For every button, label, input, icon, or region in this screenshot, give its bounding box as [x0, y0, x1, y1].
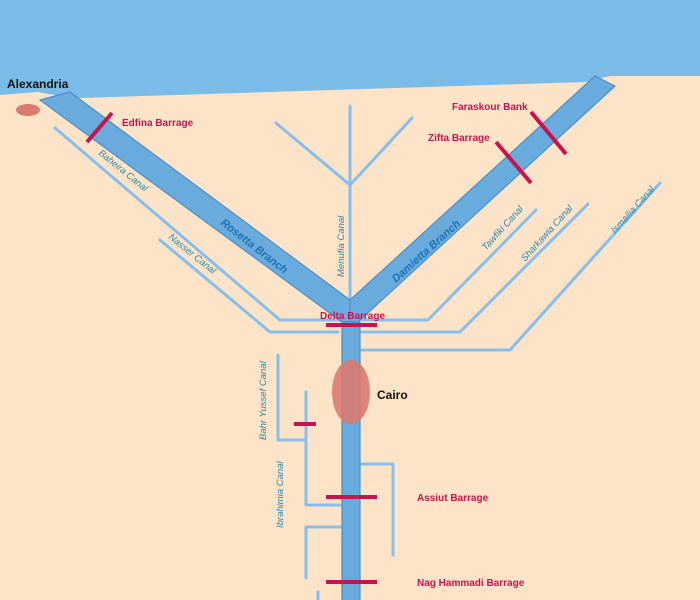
delta-barrage-label: Delta Barrage [320, 311, 385, 322]
alexandria-marker [16, 104, 40, 116]
canal-network [53, 104, 662, 600]
east-canal-line [360, 462, 395, 557]
nasser-canal-line [158, 238, 340, 334]
nag-hammadi-barrage-label: Nag Hammadi Barrage [417, 578, 525, 589]
cairo-label: Cairo [377, 388, 408, 402]
zifta-barrage-mark [494, 140, 533, 185]
south-west-canal-line [304, 525, 342, 580]
ibrahimia-canal-line [304, 390, 342, 507]
edfina-barrage-label: Edfina Barrage [122, 118, 194, 129]
ibrahimia-canal-label: Ibrahimia Canal [275, 461, 286, 528]
menufia-canal-left-branch [274, 121, 352, 187]
bahr-yussef-canal-line [276, 353, 307, 442]
menufia-canal-label: Menufia Canal [336, 215, 347, 277]
bahr-yussef-canal-label: Bahr Yussef Canal [258, 360, 269, 440]
sharkawia-canal-line [360, 202, 590, 334]
faraskour-bank-label: Faraskour Bank [452, 102, 528, 113]
edfina-barrage-mark [85, 111, 114, 144]
tawfiki-canal-line [360, 208, 538, 322]
zifta-barrage-label: Zifta Barrage [428, 133, 490, 144]
menufia-canal-right-branch [348, 116, 414, 187]
faraskour-bank-mark [529, 110, 568, 156]
mediterranean-sea [0, 0, 700, 98]
barrage-markers [85, 110, 568, 584]
barrage-labels: Edfina Barrage Faraskour Bank Zifta Barr… [122, 102, 528, 589]
cairo-marker [332, 360, 370, 424]
baheira-canal-line [53, 126, 342, 322]
nile-river [39, 75, 616, 600]
assiut-barrage-label: Assiut Barrage [417, 493, 489, 504]
ismailia-canal-line [360, 181, 662, 352]
alexandria-label: Alexandria [7, 77, 69, 91]
